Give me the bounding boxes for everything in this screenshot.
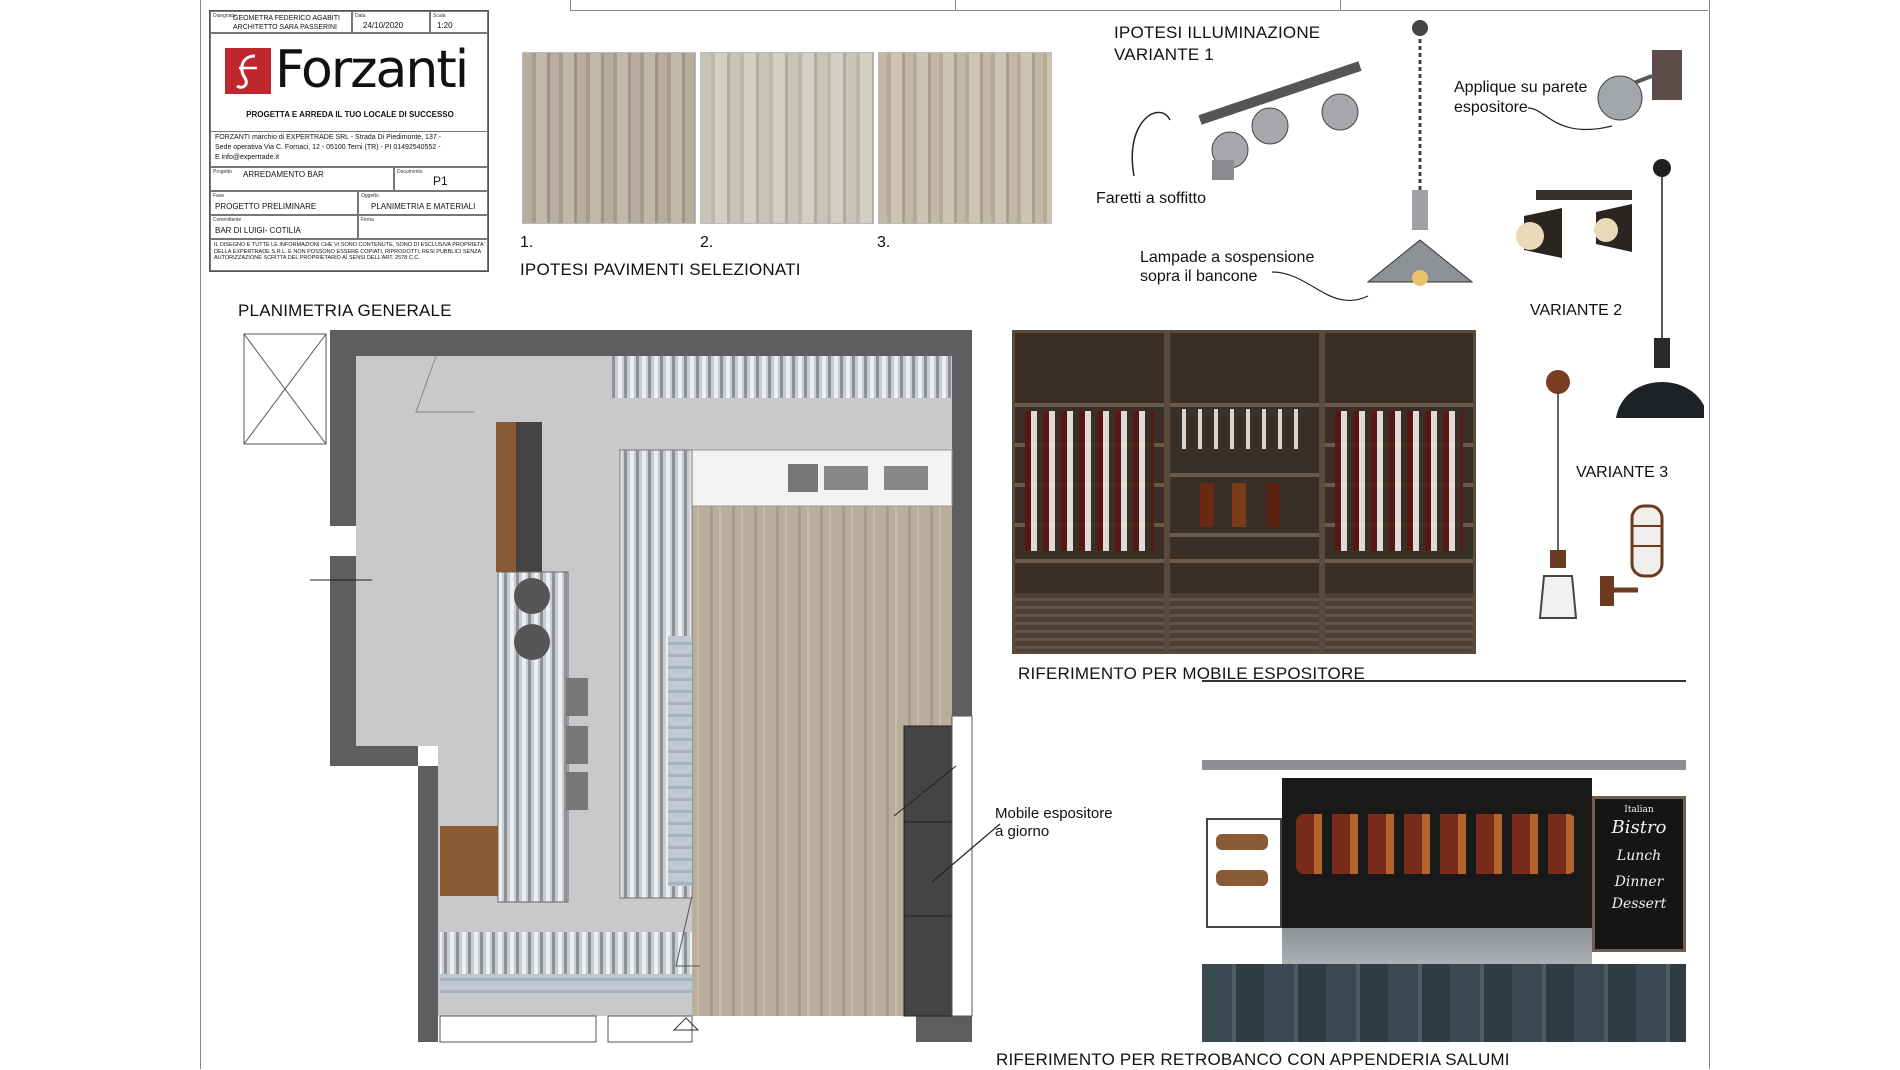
client-cell: Committente BAR DI LUIGI- COTILIA (210, 215, 358, 239)
document-cell: Documento P1 (394, 167, 488, 191)
display-label: Mobile espositore a giorno (995, 805, 1113, 841)
wall-applique-label: Applique su parete espositore (1454, 78, 1587, 118)
company-line3: E info@expertrade.it (215, 154, 279, 161)
variant3-wall-lamp-icon (1600, 504, 1664, 606)
drawing-sheet (200, 0, 1710, 1069)
display-rack-right (1322, 330, 1476, 654)
floor-plan (243, 330, 973, 1043)
display-rack-left (1012, 330, 1167, 654)
hanger-rail (1202, 760, 1686, 770)
chalkboard-line3: Lunch (1616, 848, 1662, 864)
lighting-title-line2: VARIANTE 1 (1114, 45, 1214, 64)
back-counter-caption: RIFERIMENTO PER RETROBANCO CON APPENDERI… (996, 1050, 1510, 1069)
wall-applique-leader (1527, 107, 1613, 131)
company-cell: FORZANTI marchio di EXPERTRADE SRL - Str… (210, 131, 488, 167)
back-counter-top-line (1202, 680, 1686, 682)
pendant-leader (1271, 271, 1369, 302)
wall-applique-icon (1597, 50, 1682, 121)
object-cell: Oggetto PLANIMETRIA E MATERIALI (358, 191, 488, 215)
lighting-title: IPOTESI ILLUMINAZIONE VARIANTE 1 (1114, 22, 1320, 66)
signature-label: Firma (361, 217, 374, 223)
floor-swatch-3 (878, 52, 1052, 224)
display-label-leader (931, 823, 1001, 883)
sheet-divider (955, 0, 956, 10)
brand-name: Forzanti (275, 40, 469, 100)
disclaimer-text: IL DISEGNO E TUTTE LE INFORMAZIONI CHE V… (214, 242, 485, 262)
company-line1: FORZANTI marchio di EXPERTRADE SRL - Str… (215, 134, 442, 141)
floor-swatch-1 (522, 52, 696, 224)
brand-tagline: PROGETTA E ARREDA IL TUO LOCALE DI SUCCE… (246, 110, 454, 119)
chalkboard-line1: Italian (1624, 805, 1654, 815)
floor-option-3-label: 3. (877, 234, 891, 251)
scale-cell: Scala 1:20 (430, 11, 488, 33)
object-value: PLANIMETRIA E MATERIALI (371, 202, 476, 211)
plan-title: PLANIMETRIA GENERALE (238, 301, 452, 320)
designer-label: Disegnato (213, 13, 236, 19)
architect-value: ARCHITETTO SARA PASSERINI (233, 24, 337, 31)
display-cabinet-image (1012, 330, 1476, 654)
chalkboard-menu: Italian Bistro Lunch Dinner Dessert (1592, 796, 1686, 952)
back-counter-image: Italian Bistro Lunch Dinner Dessert (1202, 708, 1686, 1042)
project-value: ARREDAMENTO BAR (243, 170, 324, 179)
disclaimer-cell: IL DISEGNO E TUTTE LE INFORMAZIONI CHE V… (210, 239, 488, 271)
back-counter-front (1202, 964, 1686, 1042)
variant3-pendant-icon (1538, 370, 1578, 619)
brand-logo-icon (225, 48, 271, 94)
floor-swatch-2 (700, 52, 874, 224)
brand-cell: Forzanti PROGETTA E ARREDA IL TUO LOCALE… (210, 33, 488, 131)
sheet-divider (1340, 0, 1341, 10)
pendant-lamp-icon (1366, 20, 1474, 286)
hanging-cured-meats-wall (1282, 778, 1592, 998)
chalkboard-line5: Dessert (1611, 896, 1667, 912)
floors-caption: IPOTESI PAVIMENTI SELEZIONATI (520, 260, 801, 279)
phase-cell: Fase PROGETTO PRELIMINARE (210, 191, 358, 215)
document-value: P1 (433, 174, 448, 188)
display-rack-center (1167, 330, 1322, 654)
ceiling-spots-icon (1131, 61, 1362, 180)
project-cell: Progetto ARREDAMENTO BAR (210, 167, 394, 191)
scale-label: Scala (433, 13, 446, 19)
designer-value: GEOMETRA FEDERICO AGABITI (233, 15, 340, 22)
floor-option-2-label: 2. (700, 234, 714, 251)
ceiling-spots-label: Faretti a soffitto (1096, 190, 1206, 207)
variant2-pendant-icon (1616, 159, 1704, 418)
company-line2: Sede operativa Via C. Fornaci, 12 - 0510… (215, 144, 441, 151)
document-label: Documento (397, 169, 423, 175)
client-label: Committente (213, 217, 242, 223)
bread-shelf (1206, 818, 1282, 928)
wall-applique-line2: espositore (1454, 99, 1528, 116)
chalkboard-line4: Dinner (1614, 874, 1664, 890)
title-block: Disegnato GEOMETRA FEDERICO AGABITI ARCH… (209, 10, 489, 272)
phase-label: Fase (213, 193, 225, 199)
date-label: Data (355, 13, 366, 19)
floor-option-1-label: 1. (520, 234, 534, 251)
sheet-divider (570, 0, 571, 10)
lighting-title-line1: IPOTESI ILLUMINAZIONE (1114, 23, 1321, 42)
pendant-label-line2: sopra il bancone (1140, 268, 1258, 285)
sheet-top-border (570, 10, 1708, 11)
scale-value: 1:20 (437, 21, 453, 30)
date-cell: Data 24/10/2020 (352, 11, 430, 33)
display-label-line1: Mobile espositore (995, 805, 1113, 822)
signature-cell: Firma (358, 215, 488, 239)
designer-cell: Disegnato GEOMETRA FEDERICO AGABITI ARCH… (210, 11, 352, 33)
date-value: 24/10/2020 (363, 21, 404, 30)
display-label-line2: a giorno (995, 823, 1050, 840)
variant2-label: VARIANTE 2 (1530, 302, 1623, 319)
pendant-label-line1: Lampade a sospensione (1140, 249, 1315, 266)
project-label: Progetto (213, 169, 232, 175)
cured-meats (1296, 814, 1576, 874)
variant2-spot-bar-icon (1516, 190, 1632, 258)
display-cabinet-caption: RIFERIMENTO PER MOBILE ESPOSITORE (1018, 664, 1365, 683)
client-value: BAR DI LUIGI- COTILIA (215, 226, 301, 235)
chalkboard-line2: Bistro (1611, 817, 1667, 838)
object-label: Oggetto (361, 193, 379, 199)
pendant-label: Lampade a sospensione sopra il bancone (1140, 248, 1314, 286)
wall-applique-line1: Applique su parete (1454, 79, 1588, 96)
phase-value: PROGETTO PRELIMINARE (215, 202, 317, 211)
variant3-label: VARIANTE 3 (1576, 464, 1669, 481)
